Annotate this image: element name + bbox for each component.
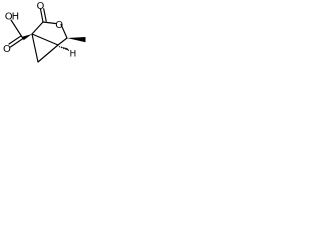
bridgehead-hash-2 [60, 46, 63, 49]
hydroxyl-hydrogen-label: H [12, 12, 20, 23]
carbonyl-double-bond-inner [43, 8, 47, 22]
bridgehead-hash-4 [64, 47, 67, 51]
methyl-wedge-bond [67, 37, 86, 43]
carboxyl-oxygen-label: O [3, 44, 11, 55]
bridgehead-hash-5 [65, 47, 70, 51]
cyclopropane-bond-top [31, 33, 59, 46]
ring-oxygen-label: O [55, 20, 63, 31]
carboxyl-double-bond-outer [9, 37, 24, 48]
bridgehead-hash-1 [58, 45, 61, 48]
carbonyl-oxygen-label: O [37, 1, 45, 12]
lactone-bond-carbonyl-oxygen [42, 21, 57, 25]
lactone-bond-carbon-bridgehead [57, 37, 68, 46]
lactone-bond-alpha-carbonyl [31, 21, 44, 35]
bridgehead-hash-3 [62, 46, 65, 50]
chemical-structure: O O O H O H [3, 1, 86, 63]
lactone-bond-oxygen-carbon [60, 23, 68, 39]
carboxyl-double-bond-inner [8, 35, 22, 45]
cyclopropane-bond-right [37, 44, 59, 63]
hydroxyl-oxygen-label: O [5, 12, 13, 23]
cyclopropane-bond-left [31, 33, 39, 63]
carboxyl-wedge-bond [22, 34, 32, 41]
bridgehead-hydrogen-label: H [70, 50, 77, 60]
carbonyl-double-bond-outer [39, 8, 44, 23]
